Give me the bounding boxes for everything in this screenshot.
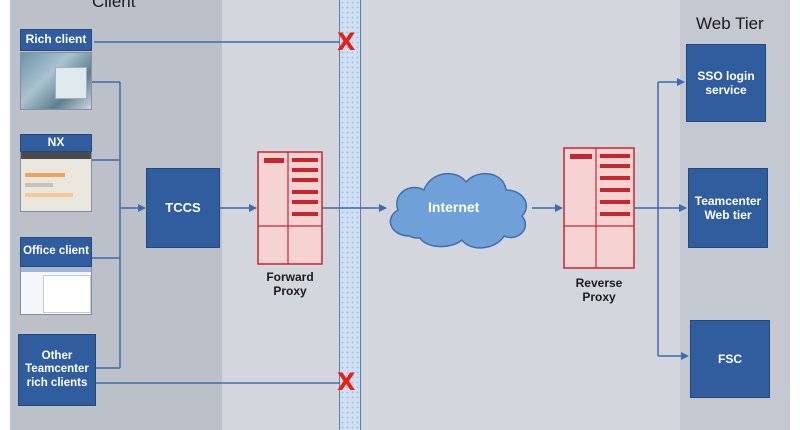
fsc-box: FSC [690, 320, 770, 398]
right-margin [790, 0, 800, 430]
reverse-proxy-server-icon [563, 147, 635, 269]
office-client-screenshot [20, 265, 92, 315]
other-clients-box: Other Teamcenter rich clients [18, 334, 96, 406]
internet-label: Internet [428, 199, 480, 215]
teamcenter-web-tier-box: Teamcenter Web tier [688, 168, 768, 248]
forward-proxy-label: Forward Proxy [266, 270, 314, 299]
web-tier-zone-title: Web Tier [696, 14, 764, 33]
sso-login-service-box: SSO login service [686, 44, 766, 122]
nx-screenshot [20, 150, 92, 212]
left-margin [0, 0, 10, 430]
internet-cloud-icon [389, 172, 527, 249]
client-zone-title: Client [92, 0, 136, 11]
blocked-x-mark: X [337, 368, 356, 396]
blocked-x-mark: X [337, 28, 356, 56]
reverse-proxy-label: Reverse Proxy [575, 276, 623, 305]
rich-client-label: Rich client [20, 29, 92, 51]
forward-proxy-server-icon [257, 151, 323, 265]
office-client-label: Office client [20, 237, 92, 267]
nx-label: NX [20, 134, 92, 152]
tccs-box: TCCS [146, 168, 220, 248]
firewall [339, 0, 361, 430]
rich-client-screenshot [20, 52, 92, 110]
